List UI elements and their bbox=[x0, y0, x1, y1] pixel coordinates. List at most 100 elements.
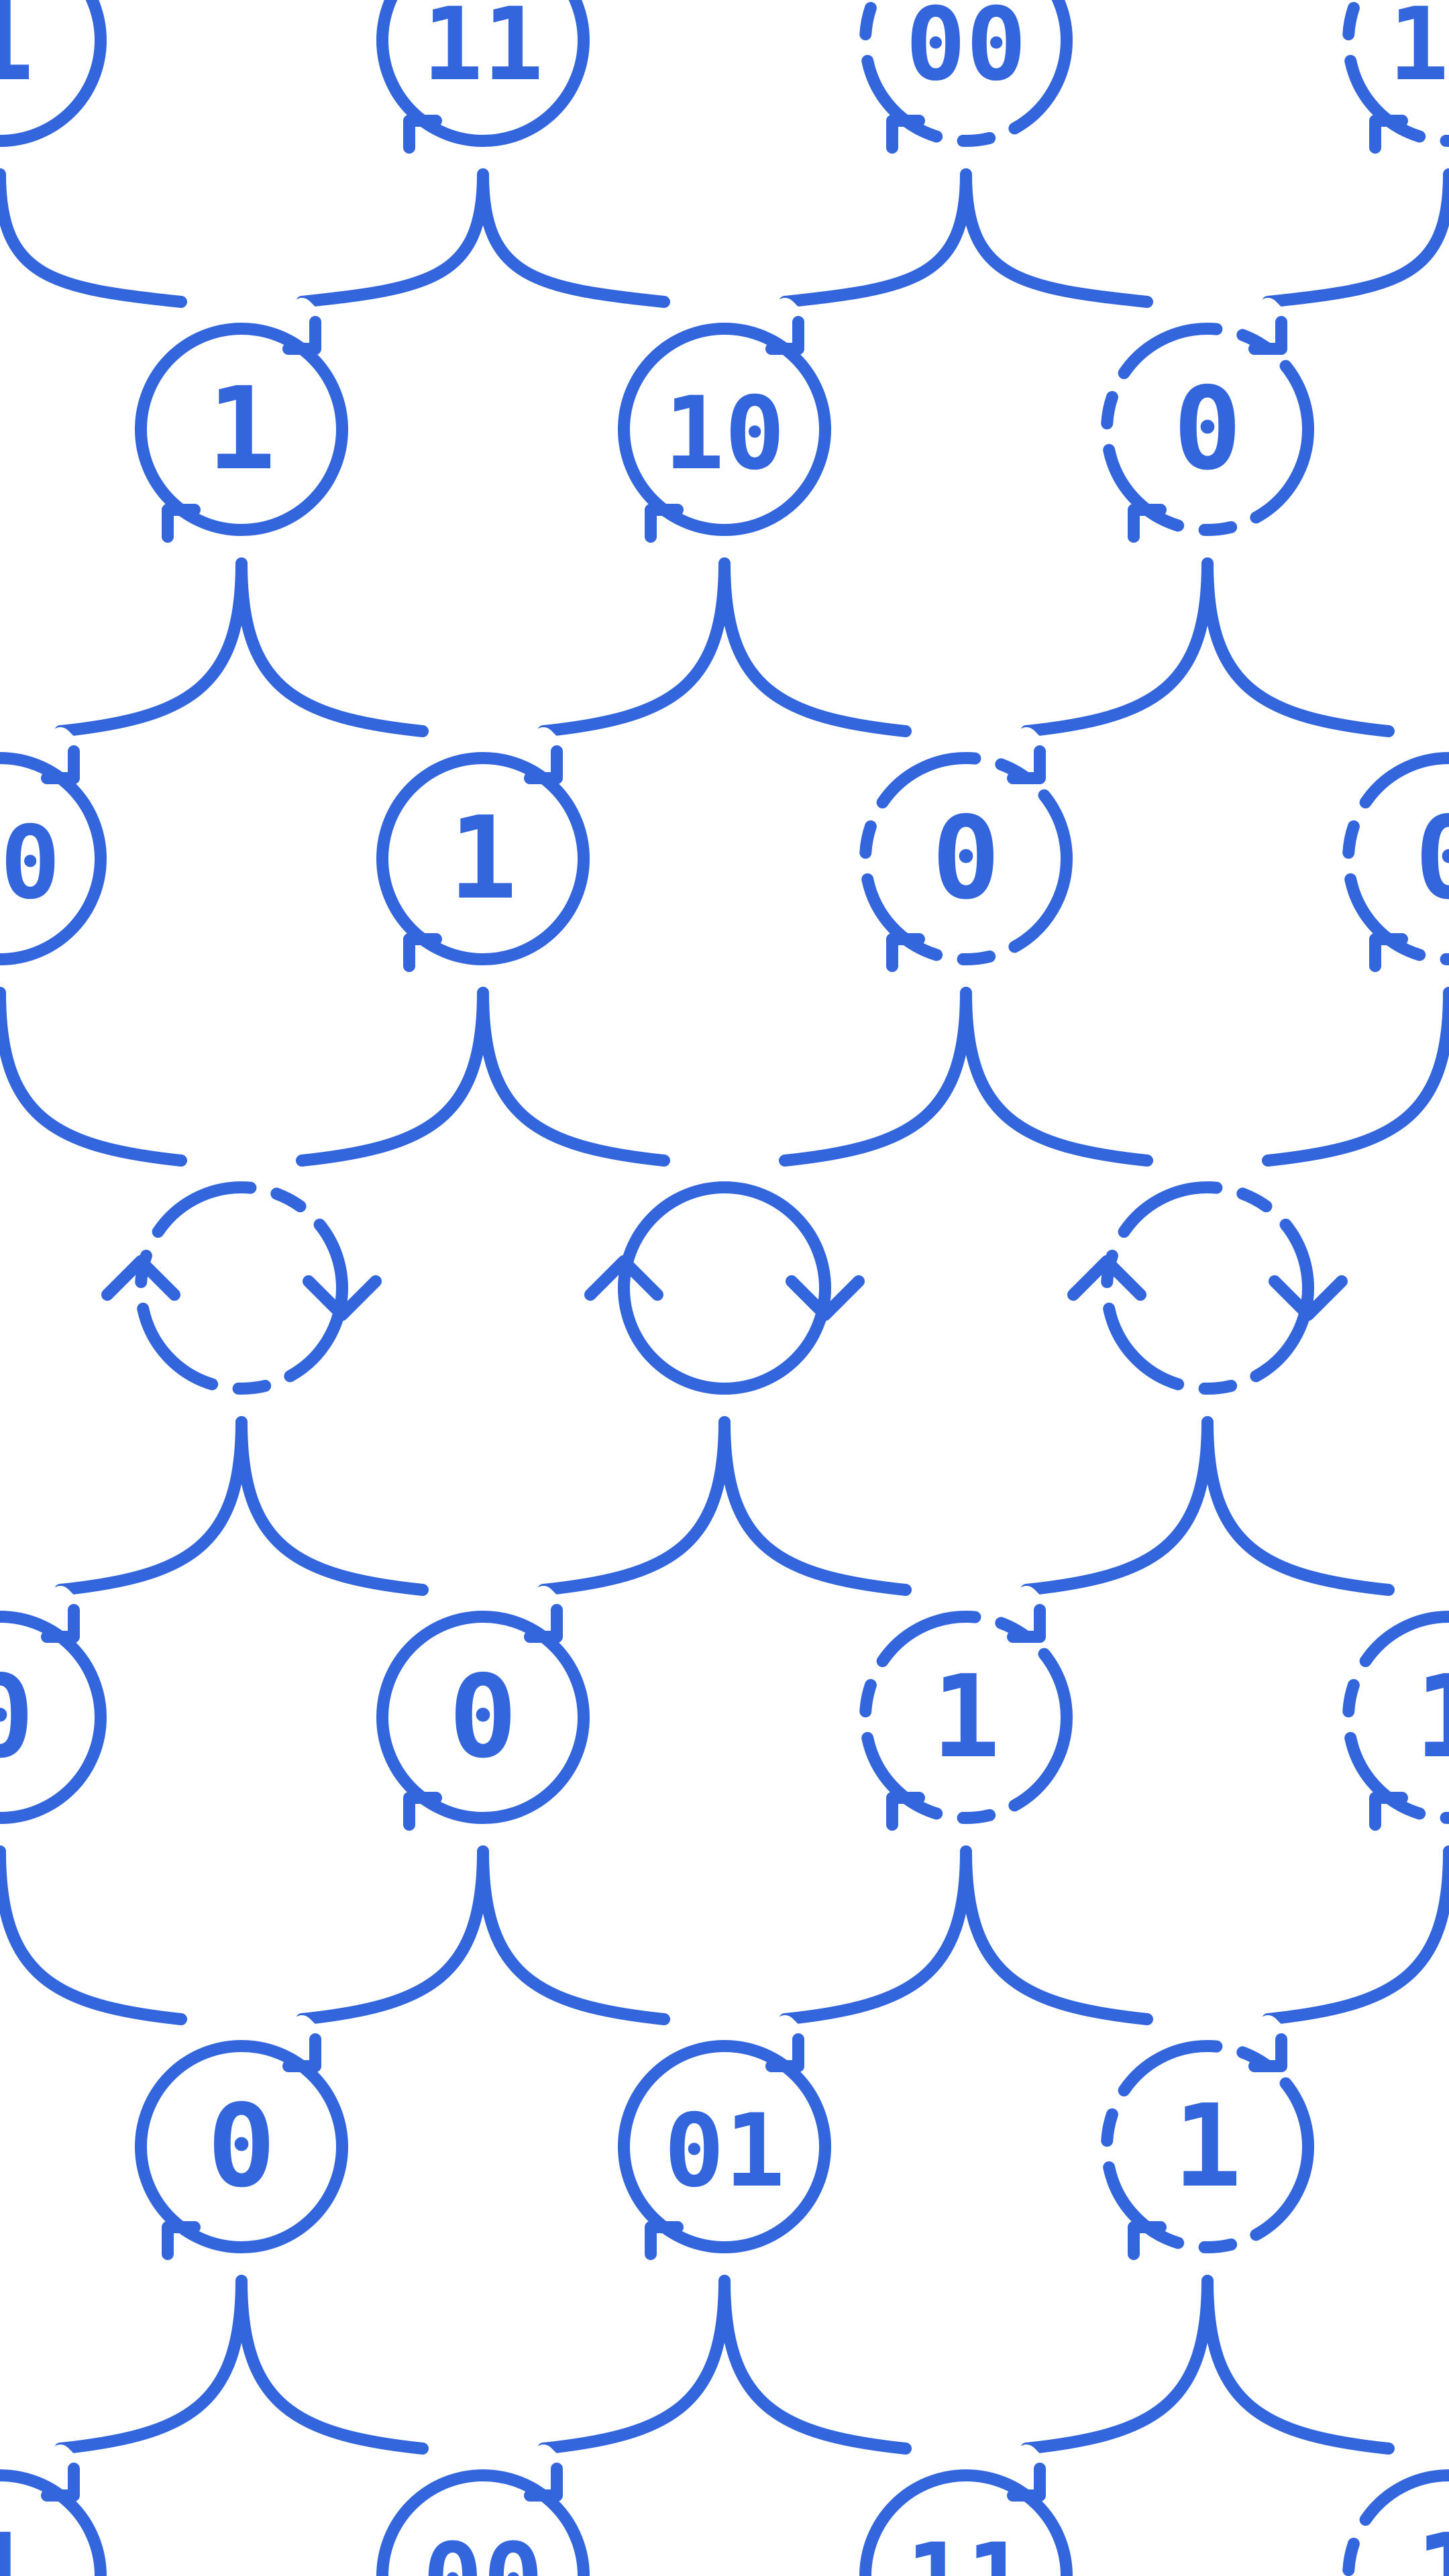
arrow-head-icon bbox=[1248, 2033, 1287, 2072]
node-binary-label: 10 bbox=[0, 805, 60, 922]
node-binary-label: 1 bbox=[1173, 2080, 1242, 2213]
connector-curve bbox=[1020, 557, 1214, 737]
sync-node: 0 bbox=[0, 1586, 107, 1824]
arrow-head-icon bbox=[1128, 504, 1167, 543]
sync-node: 11 bbox=[859, 2445, 1073, 2576]
arrow-head-icon bbox=[101, 1255, 180, 1301]
node-binary-label: 0 bbox=[449, 1651, 517, 1784]
connector-curve bbox=[537, 2275, 731, 2455]
arrow-head-icon bbox=[162, 2221, 201, 2260]
connector-curve bbox=[1201, 1416, 1395, 1596]
arrow-head-icon bbox=[886, 115, 925, 154]
connector-curve bbox=[296, 987, 489, 1167]
arrow-head-icon bbox=[524, 745, 563, 784]
connector-curve bbox=[537, 1416, 731, 1596]
sync-node: 0 bbox=[376, 1586, 590, 1849]
arrow-head-icon bbox=[886, 1792, 925, 1831]
connector-curve bbox=[1262, 168, 1449, 308]
sync-node: 1 bbox=[0, 2445, 107, 2576]
node-binary-label: 0 bbox=[0, 1651, 34, 1784]
node-binary-label: 11 bbox=[423, 0, 544, 103]
refresh-cycle-icon bbox=[1101, 1181, 1314, 1395]
connector-curve bbox=[537, 557, 731, 737]
arrow-head-icon bbox=[645, 2221, 684, 2260]
node-binary-label: 0 bbox=[1415, 792, 1449, 925]
connector-curve bbox=[1020, 2275, 1214, 2455]
arrow-head-icon bbox=[1007, 745, 1046, 784]
arrow-head-icon bbox=[645, 504, 684, 543]
connector-curve bbox=[54, 1416, 248, 1596]
connector-curve bbox=[718, 1416, 912, 1596]
sync-cycle-icon bbox=[1101, 2040, 1314, 2253]
sync-node: 1 bbox=[135, 298, 348, 561]
node-binary-label: 00 bbox=[906, 0, 1027, 103]
sync-cycle-icon bbox=[859, 2469, 1073, 2576]
sync-node: 1 bbox=[376, 727, 590, 990]
node-binary-label: 10 bbox=[1389, 0, 1449, 103]
sync-node: 1 bbox=[1101, 2015, 1314, 2278]
arrow-head-icon bbox=[162, 504, 201, 543]
sync-cycle-icon bbox=[1342, 0, 1449, 147]
node-binary-label: 1 bbox=[0, 0, 34, 107]
sync-node: 10 bbox=[618, 298, 831, 561]
connector-curve bbox=[54, 557, 248, 737]
sync-node: 10 bbox=[0, 727, 107, 965]
empty-sync-node bbox=[1067, 1181, 1348, 1395]
node-binary-label: 1 bbox=[1415, 2510, 1449, 2576]
arrow-head-icon bbox=[1369, 933, 1408, 972]
connector-curve bbox=[54, 2275, 248, 2455]
arrow-head-icon bbox=[584, 1255, 663, 1301]
node-binary-label: 1 bbox=[0, 2510, 34, 2576]
refresh-cycle-icon bbox=[618, 1181, 831, 1395]
sync-cycle-icon bbox=[1342, 1611, 1449, 1824]
node-binary-label: 11 bbox=[906, 2522, 1027, 2576]
sync-cycle-icon bbox=[859, 752, 1073, 965]
sync-cycle-icon bbox=[376, 0, 590, 147]
connector-curve bbox=[1020, 1416, 1214, 1596]
connector-curve bbox=[477, 987, 670, 1167]
sync-cycle-icon bbox=[1342, 752, 1449, 965]
arrow-head-icon bbox=[41, 745, 80, 784]
sync-node: 1 bbox=[0, 0, 107, 147]
connector-curves bbox=[0, 168, 1449, 2455]
sync-node: 1 bbox=[859, 1586, 1073, 1849]
connector-curve bbox=[0, 1845, 187, 2025]
sync-node: 0 bbox=[1101, 298, 1314, 561]
arrow-head-icon bbox=[1269, 1275, 1348, 1321]
arrow-head-icon bbox=[41, 2463, 80, 2502]
connector-curve bbox=[960, 987, 1153, 1167]
arrow-head-icon bbox=[524, 2463, 563, 2502]
arrow-head-icon bbox=[765, 2033, 804, 2072]
node-binary-label: 00 bbox=[423, 2522, 544, 2576]
connector-curve bbox=[477, 168, 670, 308]
arrow-head-icon bbox=[1067, 1255, 1146, 1301]
arrow-head-icon bbox=[1007, 1604, 1046, 1643]
connector-curve bbox=[718, 557, 912, 737]
connector-curve bbox=[1262, 1845, 1449, 2025]
sync-node: 11 bbox=[376, 0, 590, 172]
connector-curve bbox=[1262, 987, 1449, 1167]
sync-cycle-icon bbox=[0, 752, 107, 965]
arrow-head-icon bbox=[282, 2033, 321, 2072]
sync-cycle-icon bbox=[135, 323, 348, 536]
node-binary-label: 10 bbox=[664, 376, 786, 492]
connector-curve bbox=[718, 2275, 912, 2455]
sync-cycle-icon bbox=[0, 0, 107, 147]
node-binary-label: 1 bbox=[449, 792, 517, 925]
sync-cycle-icon bbox=[376, 1611, 590, 1824]
sync-cycle-icon bbox=[1101, 323, 1314, 536]
connector-curve bbox=[1201, 557, 1395, 737]
sync-cycle-icon bbox=[0, 1611, 107, 1824]
connector-curve bbox=[1201, 2275, 1395, 2455]
sync-cycle-icon bbox=[376, 752, 590, 965]
sync-node: 01 bbox=[618, 2015, 831, 2278]
node-binary-label: 0 bbox=[207, 2080, 276, 2213]
connector-curve bbox=[477, 1845, 670, 2025]
connector-curve bbox=[0, 168, 187, 308]
connector-curve bbox=[235, 1416, 429, 1596]
connector-curve bbox=[0, 987, 187, 1167]
refresh-cycle-icon bbox=[135, 1181, 348, 1395]
connector-curve bbox=[779, 1845, 972, 2025]
